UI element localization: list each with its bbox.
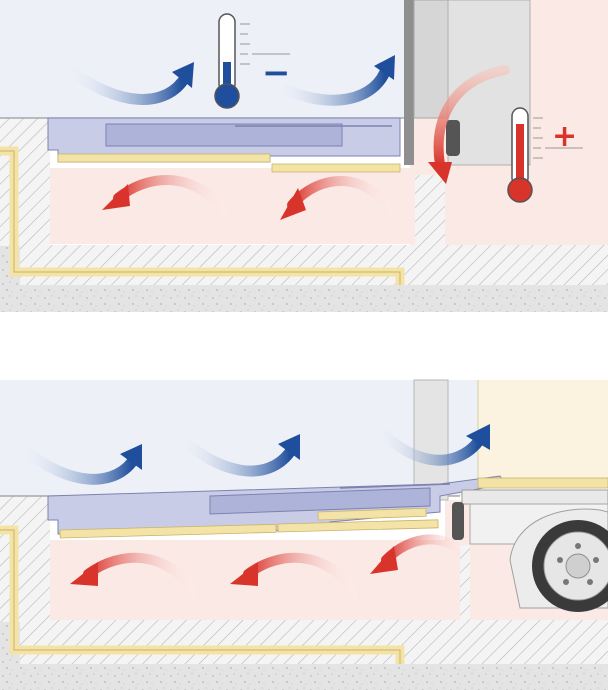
cold-air-arrowhead-1 <box>172 62 194 88</box>
leveller-panel <box>105 123 343 147</box>
warm-air-arrowhead-2-1 <box>70 562 98 586</box>
warm-air-arrowhead-2 <box>280 188 306 220</box>
truck-body <box>478 380 608 480</box>
warm-air-arrowhead-3 <box>428 162 452 184</box>
seal-strip-right-2 <box>277 519 439 533</box>
ground-2 <box>0 664 608 690</box>
cold-air-arrowhead-2-3 <box>466 424 490 450</box>
cold-airflow-arrows <box>54 55 395 106</box>
door-frame <box>404 0 414 165</box>
warm-air-arrow-1 <box>113 175 235 225</box>
warm-sign-label: + <box>552 119 577 154</box>
concrete-structure <box>0 118 608 312</box>
seal-strip-left <box>57 153 271 163</box>
leveller-panel-2 <box>209 487 431 515</box>
concrete-structure-2 <box>0 496 608 690</box>
door-frame-2 <box>413 379 449 501</box>
warm-air-arrow-2-1 <box>83 552 205 605</box>
dock-bumper <box>452 502 464 540</box>
seal-strip-right <box>271 163 401 173</box>
panel-truck-docked <box>0 379 608 690</box>
thermometer-cold-icon <box>214 13 290 109</box>
insulation-line-edge-2 <box>0 529 401 664</box>
cold-air-arrow-2-2 <box>166 424 296 477</box>
ground <box>0 285 608 312</box>
warm-air-arrowhead-2-2 <box>230 562 258 586</box>
warm-air-arrow-2-2 <box>243 552 365 605</box>
cold-airflow-arrows-2 <box>8 414 490 485</box>
cold-air-arrow-1 <box>54 56 188 105</box>
warm-airflow-arrows-2 <box>70 534 475 605</box>
cold-air-arrow-2 <box>264 66 391 106</box>
truck-bed-insulation <box>477 477 608 489</box>
cold-sign-label: − <box>262 53 291 93</box>
cold-air-arrowhead-2-2 <box>278 434 300 460</box>
cold-air-arrow-2-1 <box>8 434 138 485</box>
cold-air-arrow-2-3 <box>364 414 484 466</box>
cold-air-arrowhead-2-1 <box>120 444 142 470</box>
warm-air-arrow-3 <box>433 65 510 170</box>
cold-air-arrowhead-2 <box>374 55 395 80</box>
door-bumper <box>446 120 460 156</box>
warm-air-arrowhead-1 <box>102 184 130 210</box>
warm-airflow-arrows <box>102 65 510 225</box>
warm-air-arrow-2 <box>287 175 400 223</box>
warm-air-arrowhead-2-3 <box>370 546 398 574</box>
truck-wheel-icon <box>509 508 608 612</box>
truck-chassis <box>461 489 608 505</box>
seal-strip-top-2 <box>317 507 427 521</box>
insulation-line-edge <box>0 150 401 285</box>
seal-strip-left-2 <box>59 523 277 539</box>
door-post <box>413 0 449 119</box>
leveller-lip-line-2 <box>339 483 451 489</box>
panel-door-closed: − + <box>0 0 608 312</box>
thermometer-warm-icon <box>507 107 583 203</box>
